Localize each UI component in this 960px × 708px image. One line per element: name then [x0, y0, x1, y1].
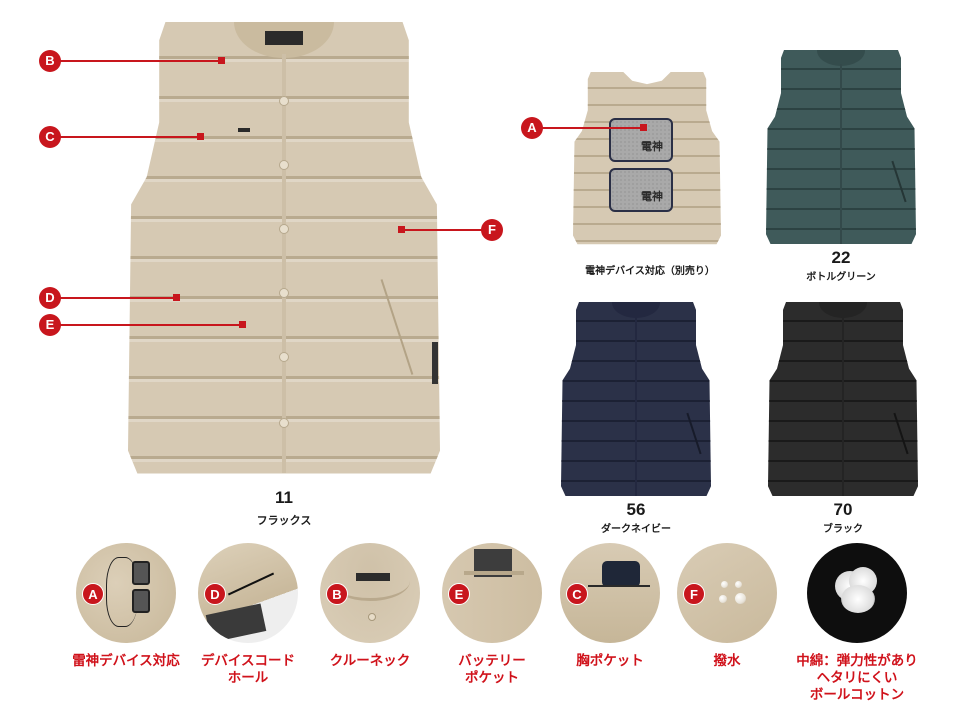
- feature-label: デバイスコード ホール: [200, 653, 296, 686]
- front-placket: [841, 315, 845, 497]
- feature-image-water-repellent: F: [677, 543, 777, 643]
- callout-dot-a: [640, 124, 647, 131]
- callout-badge-f: F: [481, 219, 503, 241]
- main-vest-image: [128, 22, 440, 478]
- feature-badge: E: [448, 583, 470, 605]
- feature-ball-cotton: 中綿：弾力性があり ヘタリにくい ボールコットン: [787, 543, 927, 704]
- feature-label: 胸ポケット: [576, 653, 644, 669]
- feature-device-cord-hole: D デバイスコード ホール: [193, 543, 303, 687]
- feature-badge: A: [82, 583, 104, 605]
- feature-image-chest-pocket: C: [560, 543, 660, 643]
- callout-dot-d: [173, 294, 180, 301]
- water-drop-icon: [735, 581, 742, 588]
- variant-vest-image-56: [561, 302, 711, 498]
- callout-line-c: [60, 136, 200, 138]
- water-drop-icon: [719, 595, 727, 603]
- front-placket: [839, 63, 843, 245]
- feature-badge: C: [566, 583, 588, 605]
- cable-icon: [106, 557, 138, 627]
- back-view-vest-image: 電神 電神: [573, 72, 721, 246]
- back-view-caption: 電神デバイス対応（別売り）: [585, 266, 715, 277]
- feature-battery-pocket: E バッテリー ポケット: [437, 543, 547, 687]
- callout-badge-b: B: [39, 50, 61, 72]
- main-color-code: 11: [275, 488, 293, 507]
- feature-chest-pocket: C 胸ポケット: [555, 543, 665, 670]
- cotton-puff-icon: [841, 585, 875, 613]
- variant-name-70: ブラック: [823, 524, 863, 535]
- main-color-name: フラックス: [256, 514, 312, 527]
- feature-label: 雷神デバイス対応: [72, 653, 180, 669]
- neck-lining: [819, 302, 867, 318]
- cable-icon: [227, 572, 275, 596]
- feature-image-ball-cotton: [807, 543, 907, 643]
- collar-shape: [330, 561, 410, 601]
- pad-logo: 電神: [641, 190, 663, 203]
- snap-button: [368, 613, 376, 621]
- snap-button: [279, 288, 289, 298]
- feature-label: 撥水: [713, 653, 741, 669]
- callout-badge-e: E: [39, 314, 61, 336]
- feature-badge: F: [683, 583, 705, 605]
- water-drop-icon: [735, 593, 746, 604]
- feature-badge: B: [326, 583, 348, 605]
- front-placket: [281, 53, 287, 474]
- snap-button: [279, 96, 289, 106]
- callout-dot-f: [398, 226, 405, 233]
- heat-pad-icon: [132, 561, 150, 585]
- callout-dot-c: [197, 133, 204, 140]
- feature-crew-neck: B クルーネック: [315, 543, 425, 670]
- feature-label: クルーネック: [329, 653, 411, 669]
- variant-name-22: ボトルグリーン: [806, 272, 876, 283]
- snap-button: [279, 224, 289, 234]
- feature-image-cord-hole: D: [198, 543, 298, 643]
- variant-vest-image-22: [766, 50, 916, 246]
- side-tab: [432, 342, 438, 384]
- feature-label: バッテリー ポケット: [458, 653, 526, 686]
- heat-pad-lower: 電神: [609, 168, 673, 212]
- feature-label: 中綿：弾力性があり ヘタリにくい ボールコットン: [796, 653, 918, 703]
- heat-pad-icon: [132, 589, 150, 613]
- neck-lining: [817, 50, 865, 66]
- feature-water-repellent: F 撥水: [672, 543, 782, 670]
- feature-raijin-device: A 雷神デバイス対応: [71, 543, 181, 670]
- pad-logo: 電神: [641, 140, 663, 153]
- variant-name-56: ダークネイビー: [601, 524, 671, 535]
- battery-icon: [205, 603, 267, 643]
- snap-button: [279, 418, 289, 428]
- callout-badge-c: C: [39, 126, 61, 148]
- callout-line-f: [402, 229, 482, 231]
- callout-line-b: [60, 60, 220, 62]
- callout-badge-a: A: [521, 117, 543, 139]
- feature-image-battery-pocket: E: [442, 543, 542, 643]
- feature-image-crew-neck: B: [320, 543, 420, 643]
- neck-lining: [612, 302, 660, 318]
- callout-dot-b: [218, 57, 225, 64]
- variant-code-70: 70: [833, 500, 853, 519]
- variant-vest-image-70: [768, 302, 918, 498]
- callout-badge-d: D: [39, 287, 61, 309]
- front-placket: [634, 315, 638, 497]
- zipper-line: [588, 585, 650, 587]
- callout-dot-e: [239, 321, 246, 328]
- callout-line-a: [542, 127, 642, 129]
- variant-code-56: 56: [626, 500, 646, 519]
- chest-zip-pull: [238, 128, 250, 132]
- smartphone-icon: [602, 561, 640, 587]
- brand-label: [265, 31, 303, 45]
- callout-line-e: [60, 324, 242, 326]
- snap-button: [279, 160, 289, 170]
- brand-label: [356, 573, 390, 581]
- callout-line-d: [60, 297, 176, 299]
- feature-badge: D: [204, 583, 226, 605]
- feature-image-device: A: [76, 543, 176, 643]
- pocket-edge: [464, 571, 524, 575]
- variant-code-22: 22: [831, 248, 851, 267]
- water-drop-icon: [721, 581, 728, 588]
- snap-button: [279, 352, 289, 362]
